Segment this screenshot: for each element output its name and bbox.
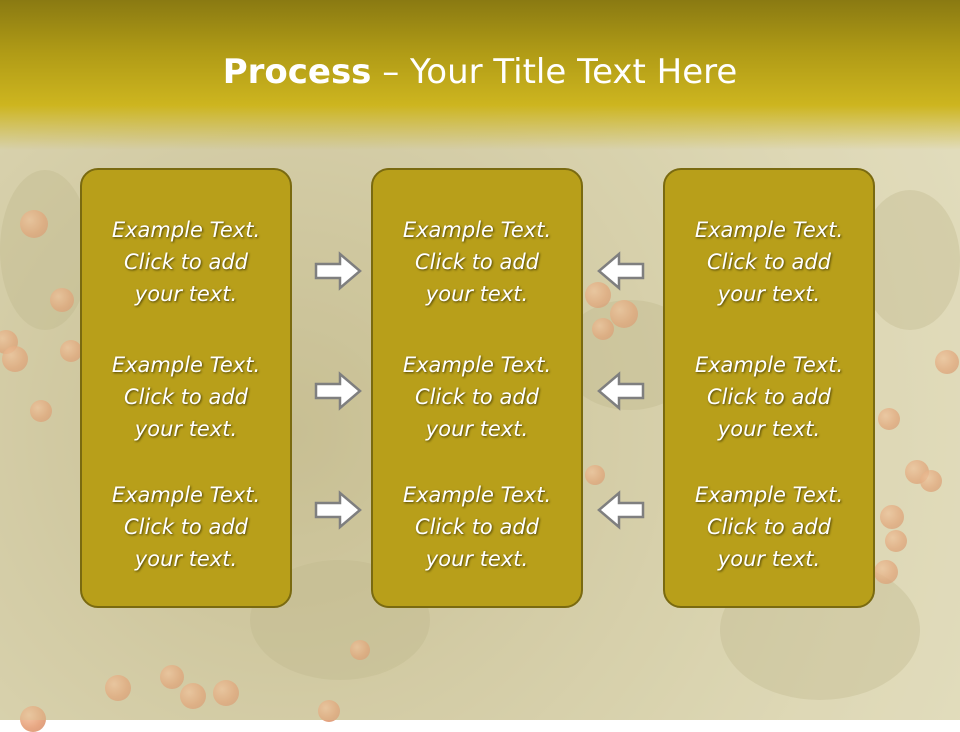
text-line: Example Text. xyxy=(111,483,261,507)
text-block[interactable]: Example Text. Click to add your text. xyxy=(82,479,290,575)
title-rest: – Your Title Text Here xyxy=(371,52,738,92)
text-line: Example Text. xyxy=(694,218,844,242)
right-arrow-icon xyxy=(314,490,362,530)
left-arrow-icon xyxy=(597,251,645,291)
right-arrow-icon xyxy=(314,251,362,291)
text-line: Example Text. xyxy=(402,218,552,242)
text-line: Example Text. xyxy=(694,353,844,377)
left-arrow-icon xyxy=(597,490,645,530)
left-arrow-icon xyxy=(597,371,645,411)
text-line: your text. xyxy=(717,547,821,571)
text-line: your text. xyxy=(134,282,238,306)
process-box-center[interactable]: Example Text. Click to add your text. Ex… xyxy=(371,168,583,608)
text-block[interactable]: Example Text. Click to add your text. xyxy=(665,214,873,310)
text-block[interactable]: Example Text. Click to add your text. xyxy=(373,214,581,310)
slide-title[interactable]: Process – Your Title Text Here xyxy=(0,52,960,92)
text-line: Click to add xyxy=(706,385,831,409)
text-line: Click to add xyxy=(414,515,539,539)
text-line: Click to add xyxy=(706,250,831,274)
process-box-right[interactable]: Example Text. Click to add your text. Ex… xyxy=(663,168,875,608)
text-line: your text. xyxy=(425,547,529,571)
text-line: Example Text. xyxy=(111,218,261,242)
text-line: your text. xyxy=(425,282,529,306)
text-line: Click to add xyxy=(706,515,831,539)
text-line: Example Text. xyxy=(694,483,844,507)
text-block[interactable]: Example Text. Click to add your text. xyxy=(373,349,581,445)
right-arrow-icon xyxy=(314,371,362,411)
text-line: your text. xyxy=(717,282,821,306)
text-block[interactable]: Example Text. Click to add your text. xyxy=(82,214,290,310)
text-line: Example Text. xyxy=(402,483,552,507)
text-line: Click to add xyxy=(123,250,248,274)
text-line: Example Text. xyxy=(402,353,552,377)
text-line: Click to add xyxy=(123,385,248,409)
text-block[interactable]: Example Text. Click to add your text. xyxy=(373,479,581,575)
text-line: Click to add xyxy=(414,250,539,274)
text-block[interactable]: Example Text. Click to add your text. xyxy=(665,479,873,575)
text-line: Click to add xyxy=(123,515,248,539)
text-line: Click to add xyxy=(414,385,539,409)
text-line: your text. xyxy=(717,417,821,441)
text-block[interactable]: Example Text. Click to add your text. xyxy=(82,349,290,445)
text-line: your text. xyxy=(425,417,529,441)
title-bold: Process xyxy=(222,52,372,92)
title-band xyxy=(0,0,960,150)
text-line: your text. xyxy=(134,417,238,441)
process-box-left[interactable]: Example Text. Click to add your text. Ex… xyxy=(80,168,292,608)
text-line: Example Text. xyxy=(111,353,261,377)
text-block[interactable]: Example Text. Click to add your text. xyxy=(665,349,873,445)
text-line: your text. xyxy=(134,547,238,571)
